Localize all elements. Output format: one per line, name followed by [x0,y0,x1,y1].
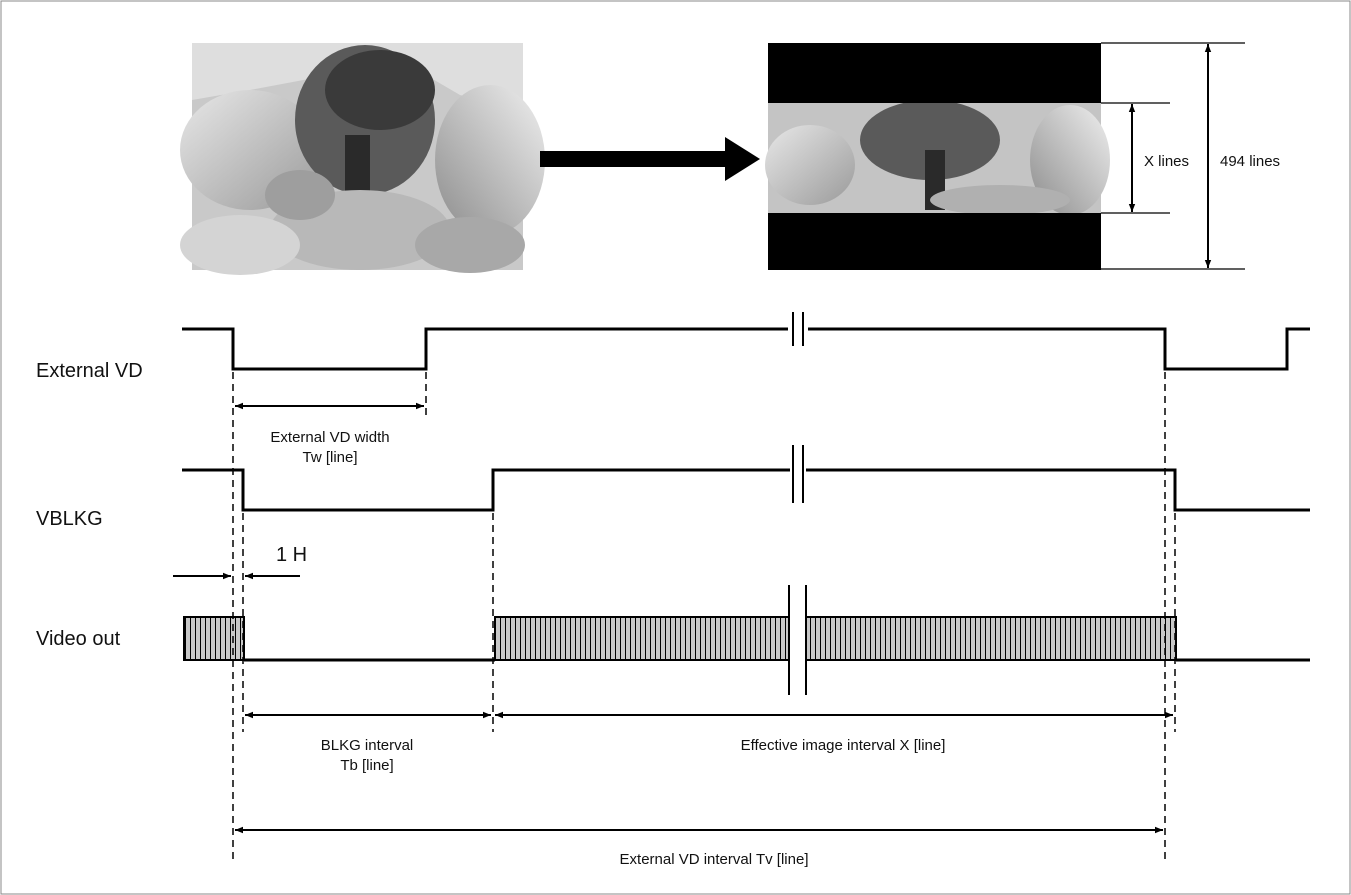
vd-interval-label: External VD interval Tv [line] [620,851,809,868]
reference-lines [232,372,1176,862]
interval-arrows [173,402,1173,834]
source-image [180,43,545,275]
vd-width-label: External VD width [270,429,389,446]
vd-width-unit: Tw [line] [302,449,357,466]
break-marks [788,312,807,695]
effective-interval-label: Effective image interval X [line] [741,737,946,754]
vblkg-waveform [182,468,1310,512]
conversion-arrow-icon [540,137,760,181]
letterboxed-image [765,43,1110,270]
total-lines-label: 494 lines [1220,153,1280,170]
external-vd-waveform [182,327,1310,371]
image-dimensions [1101,42,1245,270]
external-vd-label: External VD [36,360,143,382]
one-h-label: 1 H [276,544,307,566]
video-out-label: Video out [36,628,121,650]
blkg-interval-label: BLKG interval [321,737,414,754]
video-out-waveform [183,616,1310,662]
vblkg-label: VBLKG [36,508,103,530]
x-lines-label: X lines [1144,153,1189,170]
blkg-interval-unit: Tb [line] [340,757,393,774]
